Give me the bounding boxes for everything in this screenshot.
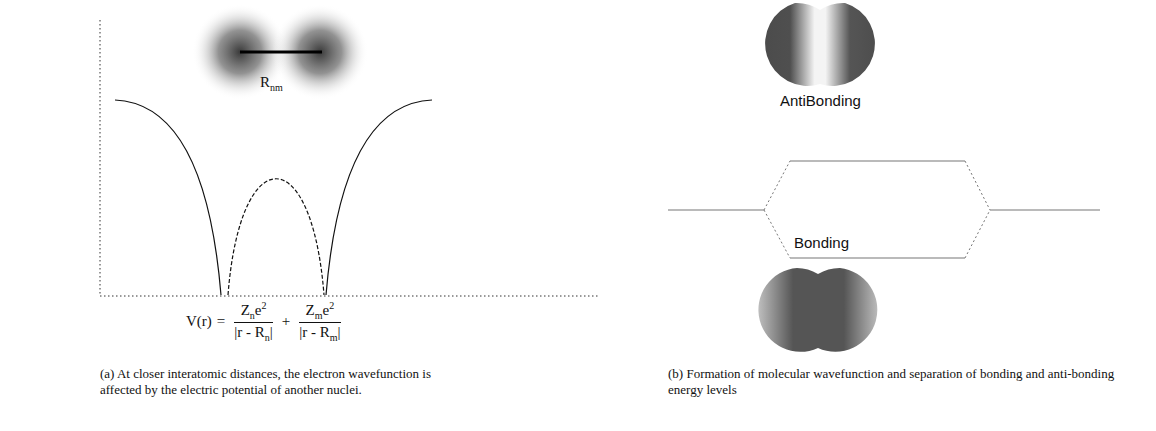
numerator: Zme2 (306, 300, 335, 321)
formula-term: e (255, 302, 262, 318)
denominator: |r - Rm| (299, 324, 340, 343)
formula-term: |r - R (234, 324, 265, 340)
caption: (a) At closer interatomic distances, the… (100, 366, 452, 398)
fraction-bar (234, 322, 273, 323)
potential-formula: V(r)=Zne2|r - Rn|+Zme2|r - Rm| (186, 300, 345, 343)
formula-operator: + (282, 313, 290, 330)
barrier-curve (228, 179, 324, 295)
level-label: Bonding (794, 234, 849, 251)
subscript: m (315, 310, 323, 321)
numerator: Zne2 (241, 300, 267, 321)
formula-term: | (338, 324, 341, 340)
subscript: nm (270, 82, 283, 93)
level-label: AntiBonding (780, 92, 861, 109)
axis-dotted (100, 296, 600, 297)
atomic-level (990, 209, 1100, 210)
panel-b (668, 3, 1100, 352)
formula-term: V(r) (186, 313, 212, 330)
formula-term: |r - R (299, 324, 330, 340)
formula-term: Z (306, 302, 315, 318)
fraction: Zme2|r - Rm| (299, 300, 340, 343)
antibonding-orbital (765, 3, 875, 86)
atomic-level (668, 209, 764, 210)
formula-term: | (270, 324, 273, 340)
superscript: 2 (261, 300, 266, 311)
formula-term: e (323, 302, 330, 318)
fraction: Zne2|r - Rn| (234, 300, 273, 343)
subscript: m (330, 332, 338, 343)
subscript: n (250, 310, 255, 321)
bonding-level (790, 257, 965, 258)
axis-dotted (100, 20, 101, 295)
subscript: n (265, 332, 270, 343)
caption: (b) Formation of molecular wavefunction … (668, 366, 1128, 398)
superscript: 2 (329, 300, 334, 311)
bonding-orbital (758, 268, 877, 352)
panel-a (100, 4, 600, 296)
potential-curve (326, 100, 432, 295)
distance-symbol: R (260, 74, 270, 90)
formula-term: Z (241, 302, 250, 318)
antibonding-level (790, 160, 965, 161)
fraction-bar (299, 322, 340, 323)
bond-distance (240, 51, 322, 54)
potential-curve (115, 100, 221, 295)
correlation-line (764, 161, 990, 258)
denominator: |r - Rn| (234, 324, 273, 343)
formula-operator: = (217, 313, 225, 330)
distance-label: Rnm (260, 74, 283, 93)
